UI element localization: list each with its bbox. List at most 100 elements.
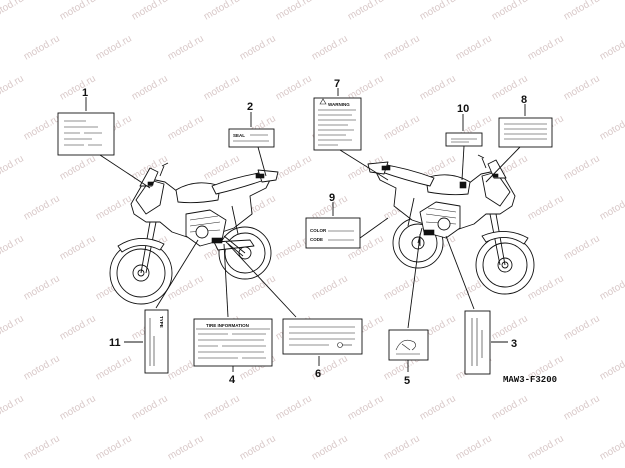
watermark-text: motod.ru — [598, 273, 625, 302]
watermark-text: motod.ru — [94, 353, 134, 382]
figure-code: MAW3-F3200 — [503, 375, 557, 385]
watermark-text: motod.ru — [526, 33, 566, 62]
watermark-text: motod.ru — [22, 113, 62, 142]
watermark-text: motod.ru — [58, 233, 98, 262]
watermark-text: motod.ru — [130, 0, 170, 23]
watermark-text: motod.ru — [454, 433, 494, 462]
watermark-text: motod.ru — [598, 353, 625, 382]
watermark-text: motod.ru — [346, 0, 386, 23]
watermark-text: motod.ru — [526, 433, 566, 462]
callout-4: 4 — [229, 374, 236, 386]
motorcycle-right-view — [367, 154, 535, 295]
watermark-text: motod.ru — [202, 393, 242, 422]
watermark-text: motod.ru — [490, 393, 530, 422]
watermark-text: motod.ru — [58, 313, 98, 342]
callout-1: 1 — [82, 87, 88, 99]
watermark-text: motod.ru — [0, 393, 26, 422]
label-3-decal — [464, 310, 491, 375]
label-8-decal — [498, 117, 553, 148]
watermark-text: motod.ru — [562, 153, 602, 182]
label-10-decal — [445, 132, 483, 147]
label-11-type-decal: TYPE — [144, 309, 169, 374]
label-2-decal: SEAL — [228, 128, 275, 148]
watermark-text: motod.ru — [382, 113, 422, 142]
motorcycle-left-view — [109, 162, 279, 305]
watermark-text: motod.ru — [22, 193, 62, 222]
watermark-text: motod.ru — [310, 273, 350, 302]
watermark-text: motod.ru — [0, 73, 26, 102]
tire-title: TIRE INFORMATION — [206, 323, 249, 328]
watermark-text: motod.ru — [130, 73, 170, 102]
callout-7: 7 — [334, 78, 340, 90]
watermark-text: motod.ru — [382, 33, 422, 62]
label-5-decal — [388, 329, 429, 361]
watermark-text: motod.ru — [562, 393, 602, 422]
watermark-text: motod.ru — [526, 273, 566, 302]
label-9-color-code-decal: COLOR CODE — [305, 217, 361, 249]
watermark-text: motod.ru — [418, 73, 458, 102]
watermark-text: motod.ru — [562, 233, 602, 262]
watermark-text: motod.ru — [418, 393, 458, 422]
watermark-text: motod.ru — [166, 113, 206, 142]
watermark-text: motod.ru — [58, 153, 98, 182]
watermark-text: motod.ru — [382, 433, 422, 462]
watermark-text: motod.ru — [130, 393, 170, 422]
watermark-text: motod.ru — [58, 0, 98, 23]
watermark-text: motod.ru — [94, 33, 134, 62]
watermark-text: motod.ru — [238, 33, 278, 62]
label-4-tire-information-decal: TIRE INFORMATION — [193, 318, 273, 367]
watermark-text: motod.ru — [598, 113, 625, 142]
watermark-text: motod.ru — [0, 233, 26, 262]
callout-2: 2 — [247, 101, 253, 113]
svg-text:SEAL: SEAL — [233, 133, 245, 138]
watermark-text: motod.ru — [526, 193, 566, 222]
callout-numbers: 1 2 3 4 5 6 7 8 9 10 11 — [82, 78, 527, 387]
watermark-text: motod.ru — [202, 0, 242, 23]
label-1-decal — [57, 112, 115, 156]
callout-11: 11 — [109, 337, 121, 349]
watermark-text: motod.ru — [490, 313, 530, 342]
watermark-text: motod.ru — [598, 193, 625, 222]
watermark-text: motod.ru — [310, 33, 350, 62]
watermark-text: motod.ru — [598, 33, 625, 62]
watermark-text: motod.ru — [346, 393, 386, 422]
callout-6: 6 — [315, 368, 321, 380]
watermark-text: motod.ru — [166, 433, 206, 462]
watermark-text: motod.ru — [274, 73, 314, 102]
watermark-text: motod.ru — [274, 0, 314, 23]
watermark-text: motod.ru — [274, 393, 314, 422]
watermark-text: motod.ru — [22, 353, 62, 382]
watermark-text: motod.ru — [490, 0, 530, 23]
watermark-text: motod.ru — [562, 73, 602, 102]
callout-3: 3 — [511, 338, 517, 350]
watermark-text: motod.ru — [418, 0, 458, 23]
watermark-text: motod.ru — [22, 33, 62, 62]
watermark-text: motod.ru — [598, 433, 625, 462]
watermark-text: motod.ru — [310, 433, 350, 462]
watermark-text: motod.ru — [562, 0, 602, 23]
watermark-text: motod.ru — [166, 33, 206, 62]
callout-5: 5 — [404, 375, 410, 387]
warning-title: WARNING — [328, 102, 350, 107]
watermark-text: motod.ru — [382, 273, 422, 302]
watermark-text: motod.ru — [58, 73, 98, 102]
watermark-text: motod.ru — [202, 73, 242, 102]
watermark-text: motod.ru — [22, 433, 62, 462]
watermark-text: motod.ru — [454, 33, 494, 62]
label-6-decal — [282, 318, 363, 355]
watermark-text: motod.ru — [94, 433, 134, 462]
watermark-text: motod.ru — [562, 313, 602, 342]
watermark-text: motod.ru — [22, 273, 62, 302]
color-text: COLOR — [310, 228, 327, 233]
watermark-text: motod.ru — [0, 313, 26, 342]
watermark-text: motod.ru — [0, 153, 26, 182]
watermark-text: motod.ru — [238, 433, 278, 462]
label-7-warning-decal: WARNING — [313, 97, 362, 151]
callout-10: 10 — [457, 103, 469, 115]
callout-9: 9 — [329, 192, 335, 204]
watermark-text: motod.ru — [94, 193, 134, 222]
leader-lines — [85, 88, 526, 372]
code-text: CODE — [310, 237, 323, 242]
watermark-text: motod.ru — [274, 153, 314, 182]
